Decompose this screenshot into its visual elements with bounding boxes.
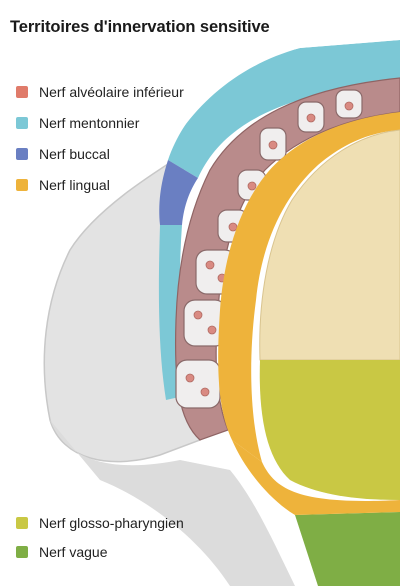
legend-label: Nerf buccal <box>39 146 110 162</box>
legend-item-alveolar: Nerf alvéolaire inférieur <box>16 82 184 102</box>
legend-item-mentonnier: Nerf mentonnier <box>16 113 139 133</box>
legend-item-vague: Nerf vague <box>16 542 107 562</box>
gingiva-arch <box>174 77 400 441</box>
legend-swatch <box>16 117 28 129</box>
legend-item-lingual: Nerf lingual <box>16 175 110 195</box>
legend-swatch <box>16 517 28 529</box>
legend-item-buccal: Nerf buccal <box>16 144 110 164</box>
legend-label: Nerf vague <box>39 544 108 560</box>
legend-label: Nerf lingual <box>39 177 110 193</box>
glosso-pharyngeal-territory <box>259 360 400 500</box>
legend-item-glosso-pharyngien: Nerf glosso-pharyngien <box>16 513 184 533</box>
legend-swatch <box>16 179 28 191</box>
lingual-lower <box>232 440 400 515</box>
buccal-territory <box>159 160 198 225</box>
page-title: Territoires d'innervation sensitive <box>10 18 270 36</box>
tongue-territory <box>259 129 400 361</box>
cheek-lower <box>50 420 295 586</box>
legend-swatch <box>16 148 28 160</box>
legend-label: Nerf mentonnier <box>39 115 140 131</box>
tooth-pulps <box>185 101 354 397</box>
mentonnier-territory <box>168 40 400 178</box>
legend-swatch <box>16 546 28 558</box>
legend-swatch <box>16 86 28 98</box>
lingual-territory <box>218 112 400 462</box>
legend-label: Nerf glosso-pharyngien <box>39 515 184 531</box>
legend-label: Nerf alvéolaire inférieur <box>39 84 184 100</box>
vagus-territory <box>295 512 400 586</box>
